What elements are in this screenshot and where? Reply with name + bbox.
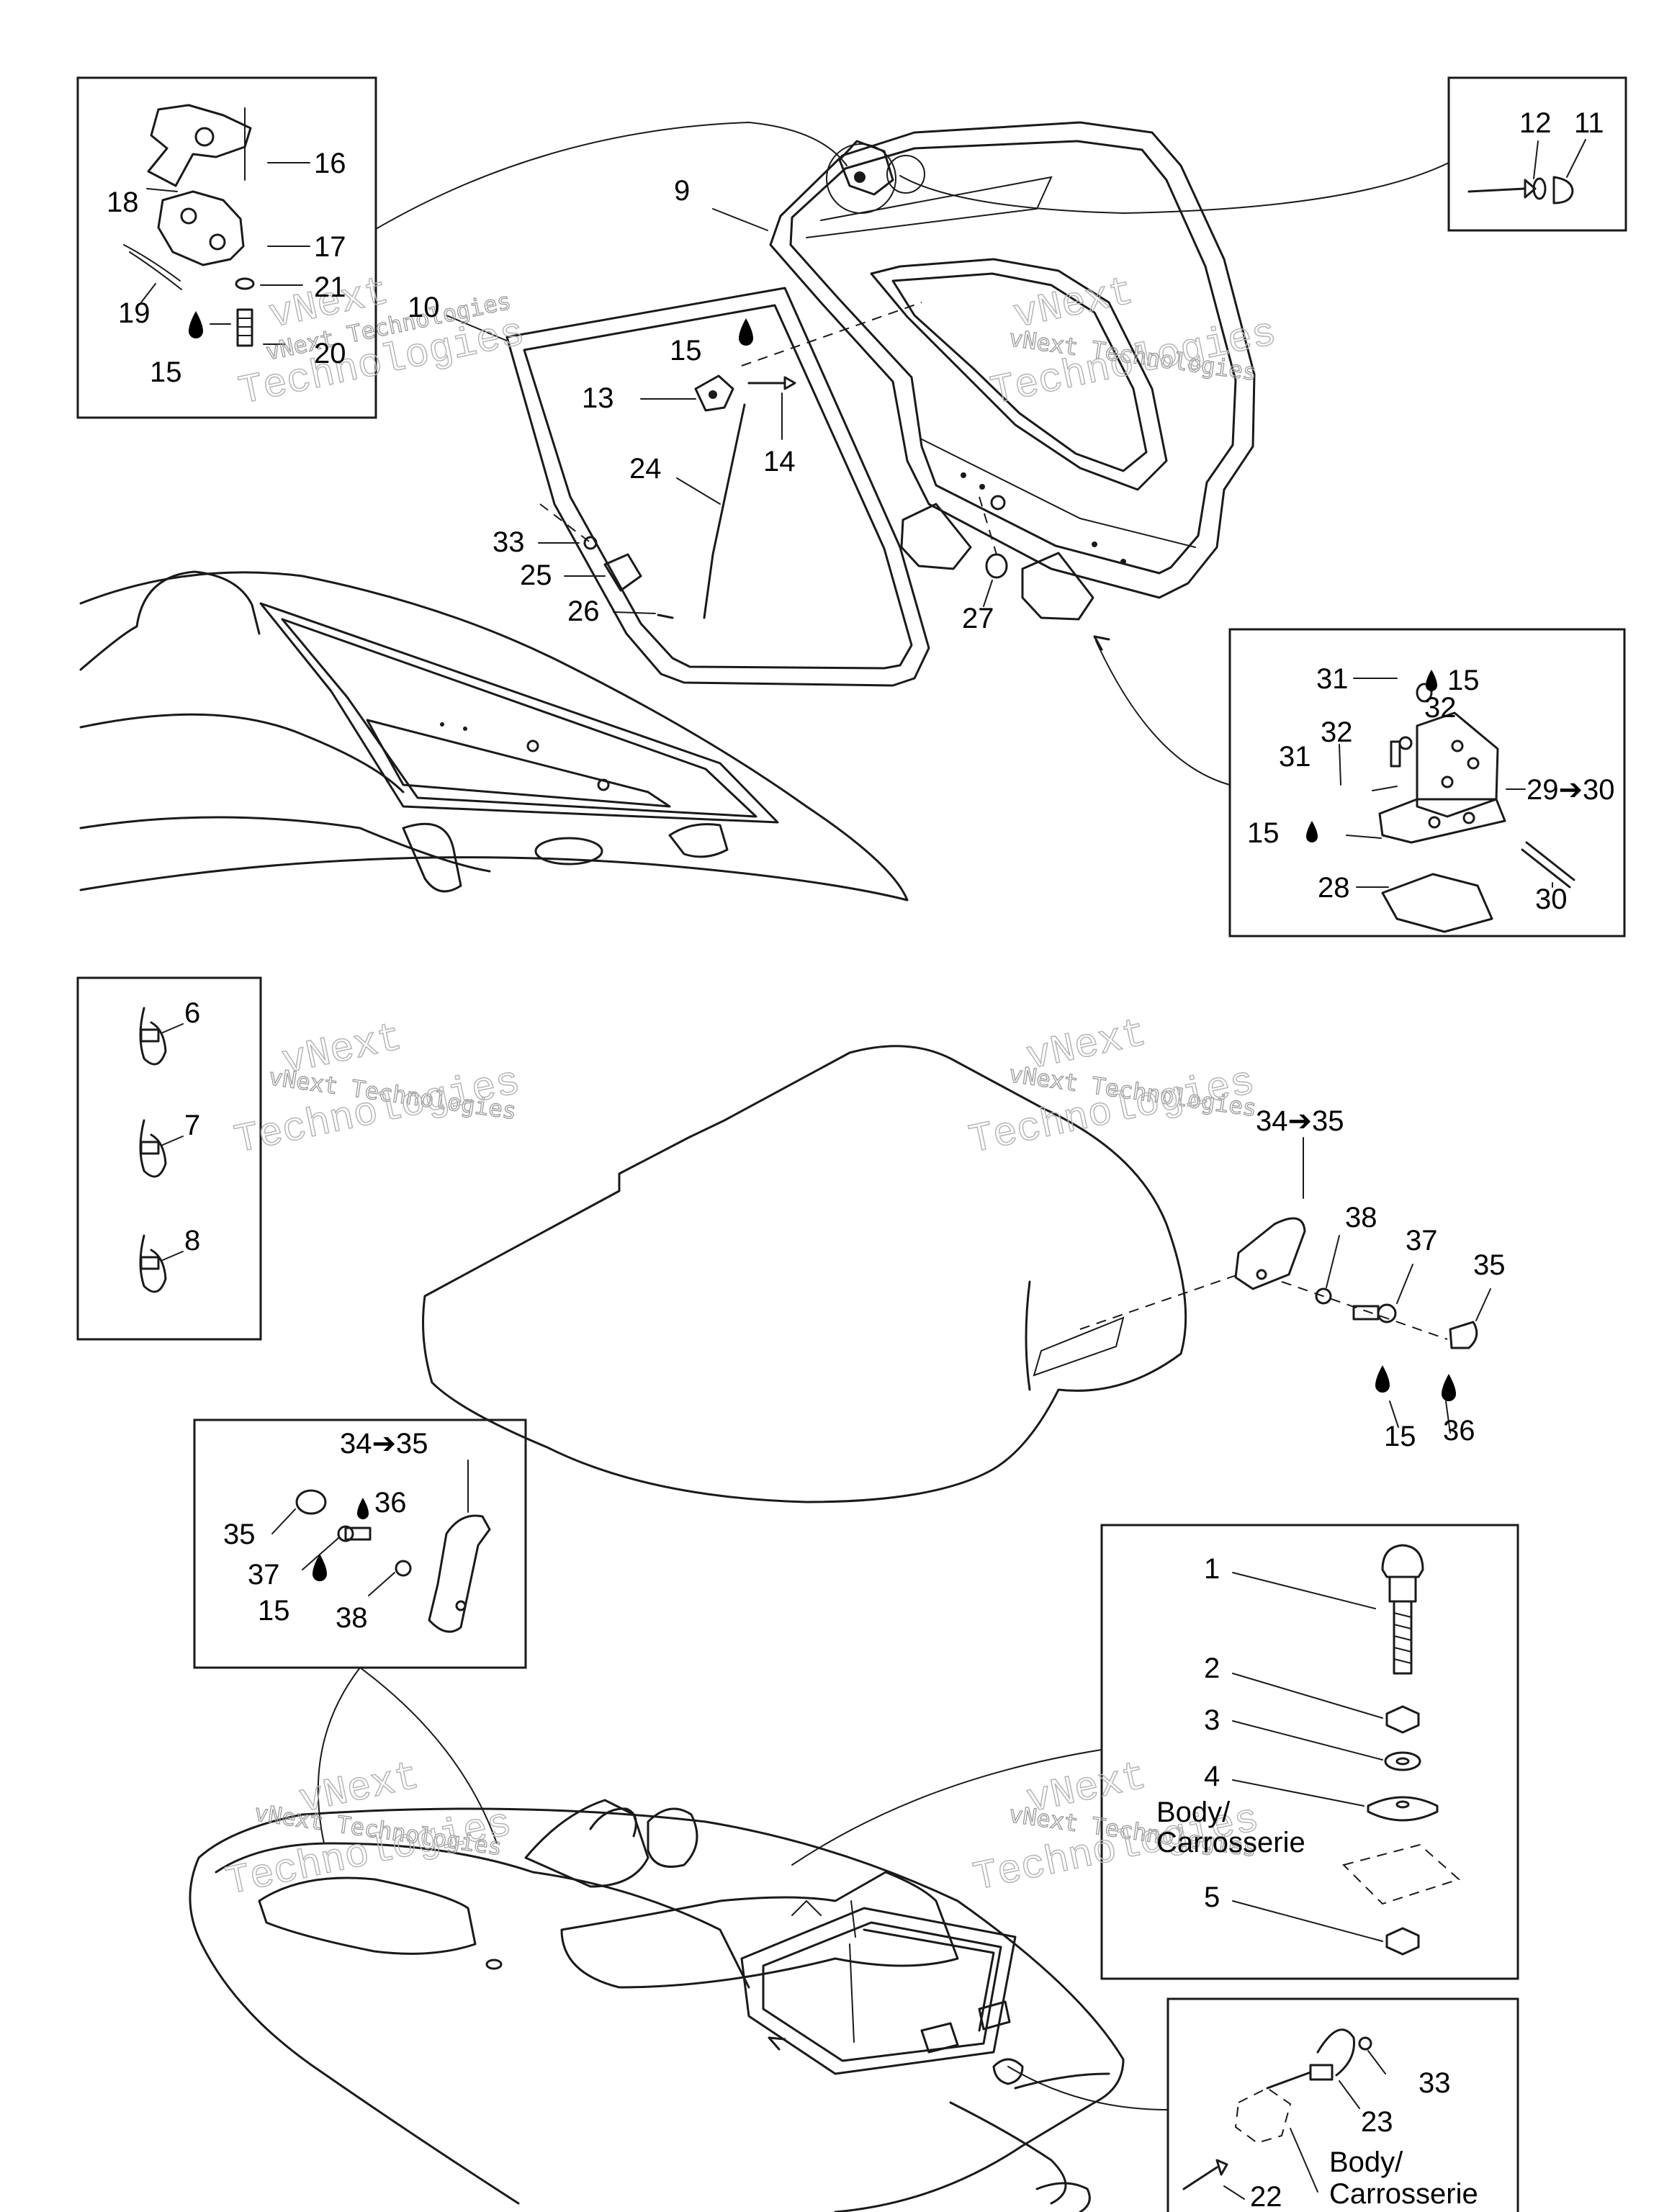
callout-34-35: 34➔35 [1256, 1105, 1344, 1137]
callout-29-30: 29➔30 [1527, 774, 1615, 806]
callout-19: 19 [118, 297, 150, 329]
callout-25: 25 [520, 559, 552, 591]
callout-34-35: 34➔35 [340, 1428, 428, 1460]
handle-assembly [295, 1489, 491, 1633]
callout-13: 13 [582, 382, 614, 414]
callout-36: 36 [374, 1487, 407, 1519]
callout-9: 9 [674, 175, 690, 207]
body-label-line1: Body/ [1156, 1797, 1231, 1828]
clip-assembly [1182, 2028, 1372, 2190]
callout-27: 27 [962, 603, 994, 634]
body-label-line2: Carrosserie [1156, 1827, 1305, 1858]
bumper-stop-box [1100, 1524, 1519, 1980]
callout-15: 15 [1247, 817, 1280, 849]
callout-15: 15 [150, 356, 182, 388]
callout-15: 15 [1384, 1421, 1416, 1452]
callout-31: 31 [1316, 663, 1349, 695]
callout-37: 37 [1406, 1225, 1438, 1256]
callout-22: 22 [1250, 2181, 1282, 2212]
callout-37: 37 [248, 1559, 280, 1591]
gas-strut [694, 374, 796, 619]
callout-4: 4 [1204, 1761, 1220, 1792]
deck-section [79, 570, 909, 902]
callout-31: 31 [1279, 741, 1311, 773]
fastener-detail-box [1447, 76, 1627, 232]
callout-20: 20 [314, 338, 346, 369]
callout-24: 24 [629, 453, 662, 485]
callout-18: 18 [107, 186, 139, 218]
latch-assembly [123, 104, 255, 347]
body-labels: Body/ Carrosserie Body/ Carrosserie [1156, 1797, 1478, 2210]
hinge-assembly [1378, 683, 1575, 933]
callout-15: 15 [1447, 665, 1480, 696]
cable-ties [139, 1007, 167, 1293]
callout-2: 2 [1204, 1653, 1220, 1684]
callout-30: 30 [1535, 884, 1568, 915]
storage-lid [769, 121, 1256, 599]
callout-8: 8 [184, 1225, 200, 1256]
stop-pad [539, 503, 674, 619]
lid-hinges [900, 496, 1094, 621]
callout-10: 10 [408, 292, 440, 323]
grab-handle [1234, 1217, 1478, 1401]
callout-28: 28 [1318, 872, 1350, 904]
callout-15: 15 [670, 335, 702, 367]
watermark: vNext vNext Technologies Technologies vN… [221, 268, 1280, 1906]
callout-21: 21 [314, 271, 346, 303]
cable-tie-box [76, 976, 262, 1341]
bumper-stop [1342, 1544, 1460, 1956]
callout-26: 26 [567, 595, 600, 627]
clip-detail-box [1166, 1997, 1519, 2212]
callout-1: 1 [1204, 1553, 1220, 1585]
callout-32: 32 [1321, 716, 1353, 748]
body-label-line1: Body/ [1329, 2146, 1403, 2178]
callout-17: 17 [314, 231, 346, 263]
callout-38: 38 [1345, 1202, 1377, 1233]
hinge-detail-box [1228, 628, 1626, 938]
callout-32: 32 [1424, 692, 1457, 724]
callout-15: 15 [258, 1595, 290, 1627]
body-label-line2: Carrosserie [1329, 2178, 1478, 2210]
fastener-pin [1467, 176, 1574, 204]
callout-11: 11 [1574, 107, 1604, 139]
callout-14: 14 [763, 446, 796, 477]
callout-16: 16 [314, 148, 346, 179]
callout-35: 35 [1473, 1249, 1506, 1281]
latch-detail-box [76, 76, 377, 419]
callout-38: 38 [336, 1602, 368, 1634]
callout-labels: 16 18 17 21 19 20 15 12 11 9 10 15 13 14… [107, 107, 1615, 2212]
boat-overview [189, 1799, 1125, 2212]
callout-6: 6 [184, 997, 200, 1029]
callout-5: 5 [1204, 1881, 1220, 1913]
callout-33: 33 [1419, 2067, 1451, 2099]
seat-cover [422, 1045, 1239, 1503]
hatch-seal [505, 287, 930, 687]
sealant-drop-icons [739, 318, 1437, 842]
callout-35: 35 [223, 1519, 256, 1550]
callout-12: 12 [1519, 107, 1552, 139]
callout-36: 36 [1443, 1415, 1475, 1447]
callout-3: 3 [1204, 1704, 1220, 1736]
callout-7: 7 [184, 1110, 200, 1141]
callout-33: 33 [493, 526, 525, 558]
callout-23: 23 [1361, 2106, 1393, 2138]
